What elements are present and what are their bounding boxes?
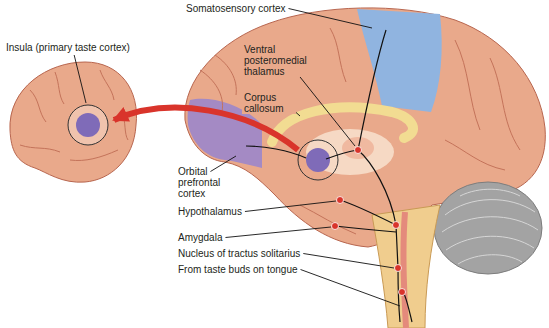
pathway-tract bbox=[402, 292, 412, 322]
folia-line bbox=[446, 236, 534, 250]
leader-line bbox=[74, 55, 86, 103]
gyrus-line bbox=[200, 70, 223, 112]
part-label: Hypothalamus bbox=[178, 206, 242, 217]
gyrus-line bbox=[55, 72, 64, 104]
leader-lines bbox=[74, 9, 400, 307]
gyrus-line bbox=[330, 28, 346, 82]
folia-line bbox=[460, 189, 520, 196]
small-brain-gyri bbox=[20, 70, 128, 161]
pathway-tract bbox=[335, 226, 396, 232]
folia-line bbox=[445, 200, 535, 215]
pathway-tract bbox=[340, 200, 396, 225]
part-label: Somatosensory cortex bbox=[186, 3, 286, 14]
small-brain bbox=[10, 62, 137, 182]
pathway-tract bbox=[326, 150, 358, 159]
leader-line bbox=[289, 9, 373, 29]
gyrus-line bbox=[20, 145, 60, 152]
medial-core bbox=[306, 129, 394, 175]
part-label: Nucleus of tractus solitarius bbox=[178, 248, 300, 259]
part-label: Ventral posteromedial thalamus bbox=[242, 44, 316, 77]
insula-spot bbox=[306, 148, 330, 172]
insula-ring bbox=[68, 105, 108, 145]
cerebellum-folia bbox=[442, 189, 538, 264]
brainstem-core bbox=[403, 212, 406, 328]
thalamus bbox=[342, 137, 374, 159]
leader-line bbox=[301, 270, 400, 307]
folia-line bbox=[458, 255, 522, 264]
relay-dot bbox=[393, 222, 400, 229]
relay-dot bbox=[395, 265, 402, 272]
leader-line bbox=[225, 227, 331, 238]
gyrus-line bbox=[490, 58, 520, 150]
relay-dot bbox=[337, 197, 344, 204]
gyrus-line bbox=[30, 90, 46, 122]
pathway-tract bbox=[358, 30, 386, 150]
cerebellum bbox=[434, 182, 542, 274]
gyrus-line bbox=[215, 55, 236, 95]
part-label: Corpus callosum bbox=[242, 92, 296, 114]
relay-dot bbox=[399, 289, 406, 296]
folia-line bbox=[442, 217, 538, 232]
leader-line bbox=[210, 156, 236, 172]
relay-dot bbox=[355, 147, 362, 154]
part-label: From taste buds on tongue bbox=[178, 264, 298, 275]
insula-ring bbox=[298, 140, 338, 180]
part-label: Amygdala bbox=[178, 232, 222, 243]
relay-dots bbox=[332, 147, 406, 296]
leader-line bbox=[303, 254, 394, 269]
relay-dot bbox=[332, 223, 339, 230]
gyrus-line bbox=[455, 40, 480, 130]
pathway-tract bbox=[358, 150, 400, 322]
part-label: Orbital prefrontal cortex bbox=[178, 166, 230, 199]
gyrus-line bbox=[100, 70, 114, 100]
gyrus-line bbox=[445, 140, 505, 170]
part-label: Insula (primary taste cortex) bbox=[6, 42, 130, 53]
zoom-arrow bbox=[114, 108, 298, 150]
leader-line bbox=[245, 201, 336, 212]
gyrus-line bbox=[70, 150, 118, 161]
insula-spot bbox=[76, 113, 100, 137]
